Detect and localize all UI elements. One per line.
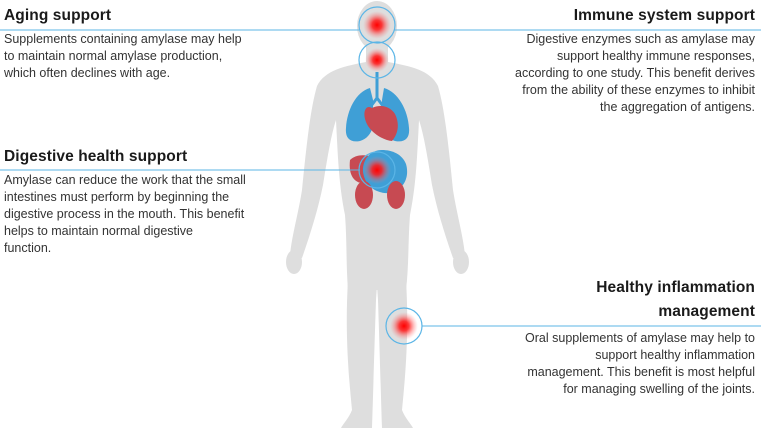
- hotspot-glow-head: [363, 11, 391, 39]
- callout-immune-title: Immune system support: [573, 7, 755, 24]
- hotspot-glow-stomach: [363, 156, 391, 184]
- hotspot-rings: [358, 6, 423, 345]
- hotspot-ring-head: [358, 6, 396, 44]
- callout-immune: Immune system support Digestive enzymes …: [455, 6, 755, 116]
- heart: [364, 106, 398, 141]
- callout-immune-line: Digestive enzymes such as amylase may: [526, 32, 755, 46]
- callout-digestive-line: intestines must perform by beginning the: [4, 190, 230, 204]
- callout-immune-line: the aggregation of antigens.: [600, 100, 755, 114]
- callout-digestive: Digestive health support Amylase can red…: [4, 147, 294, 257]
- callout-immune-line: support healthy immune responses,: [556, 49, 755, 63]
- callout-inflammation-title: Healthy inflammation management: [455, 276, 755, 324]
- callout-aging-line: to maintain normal amylase production,: [4, 49, 223, 63]
- hotspot-glow-throat: [365, 48, 389, 72]
- callout-digestive-line: digestive process in the mouth. This ben…: [4, 207, 245, 221]
- hotspot-ring-stomach: [358, 151, 396, 189]
- hotspot-ring-throat: [358, 41, 396, 79]
- kidneys: [355, 181, 405, 209]
- callout-immune-line: from the ability of these enzymes to inh…: [522, 83, 755, 97]
- callout-aging-title: Aging support: [4, 7, 112, 24]
- leader-lines: [0, 29, 761, 327]
- callout-aging-line: Supplements containing amylase may help: [4, 32, 242, 46]
- callout-inflammation-line: support healthy inflammation: [595, 348, 755, 362]
- callout-inflammation-line: for managing swelling of the joints.: [563, 382, 755, 396]
- callout-digestive-line: Amylase can reduce the work that the sma…: [4, 173, 246, 187]
- callout-aging-line: which often declines with age.: [4, 66, 171, 80]
- hotspot-glows: [363, 11, 418, 340]
- callout-inflammation-title-line: management: [658, 303, 755, 320]
- callout-digestive-line: function.: [4, 241, 52, 255]
- callout-digestive-line: helps to maintain normal digestive: [4, 224, 193, 238]
- callout-aging: Aging support Supplements containing amy…: [4, 6, 294, 82]
- callout-immune-line: according to one study. This benefit der…: [515, 66, 755, 80]
- callout-inflammation-line: Oral supplements of amylase may help to: [525, 331, 755, 345]
- callout-digestive-title: Digestive health support: [4, 148, 188, 165]
- callout-inflammation-title-line: Healthy inflammation: [596, 279, 755, 296]
- hotspot-glow-knee: [390, 312, 418, 340]
- callout-inflammation: Healthy inflammation management Oral sup…: [455, 276, 755, 398]
- callout-inflammation-line: management. This benefit is most helpful: [527, 365, 755, 379]
- hotspot-ring-knee: [385, 307, 423, 345]
